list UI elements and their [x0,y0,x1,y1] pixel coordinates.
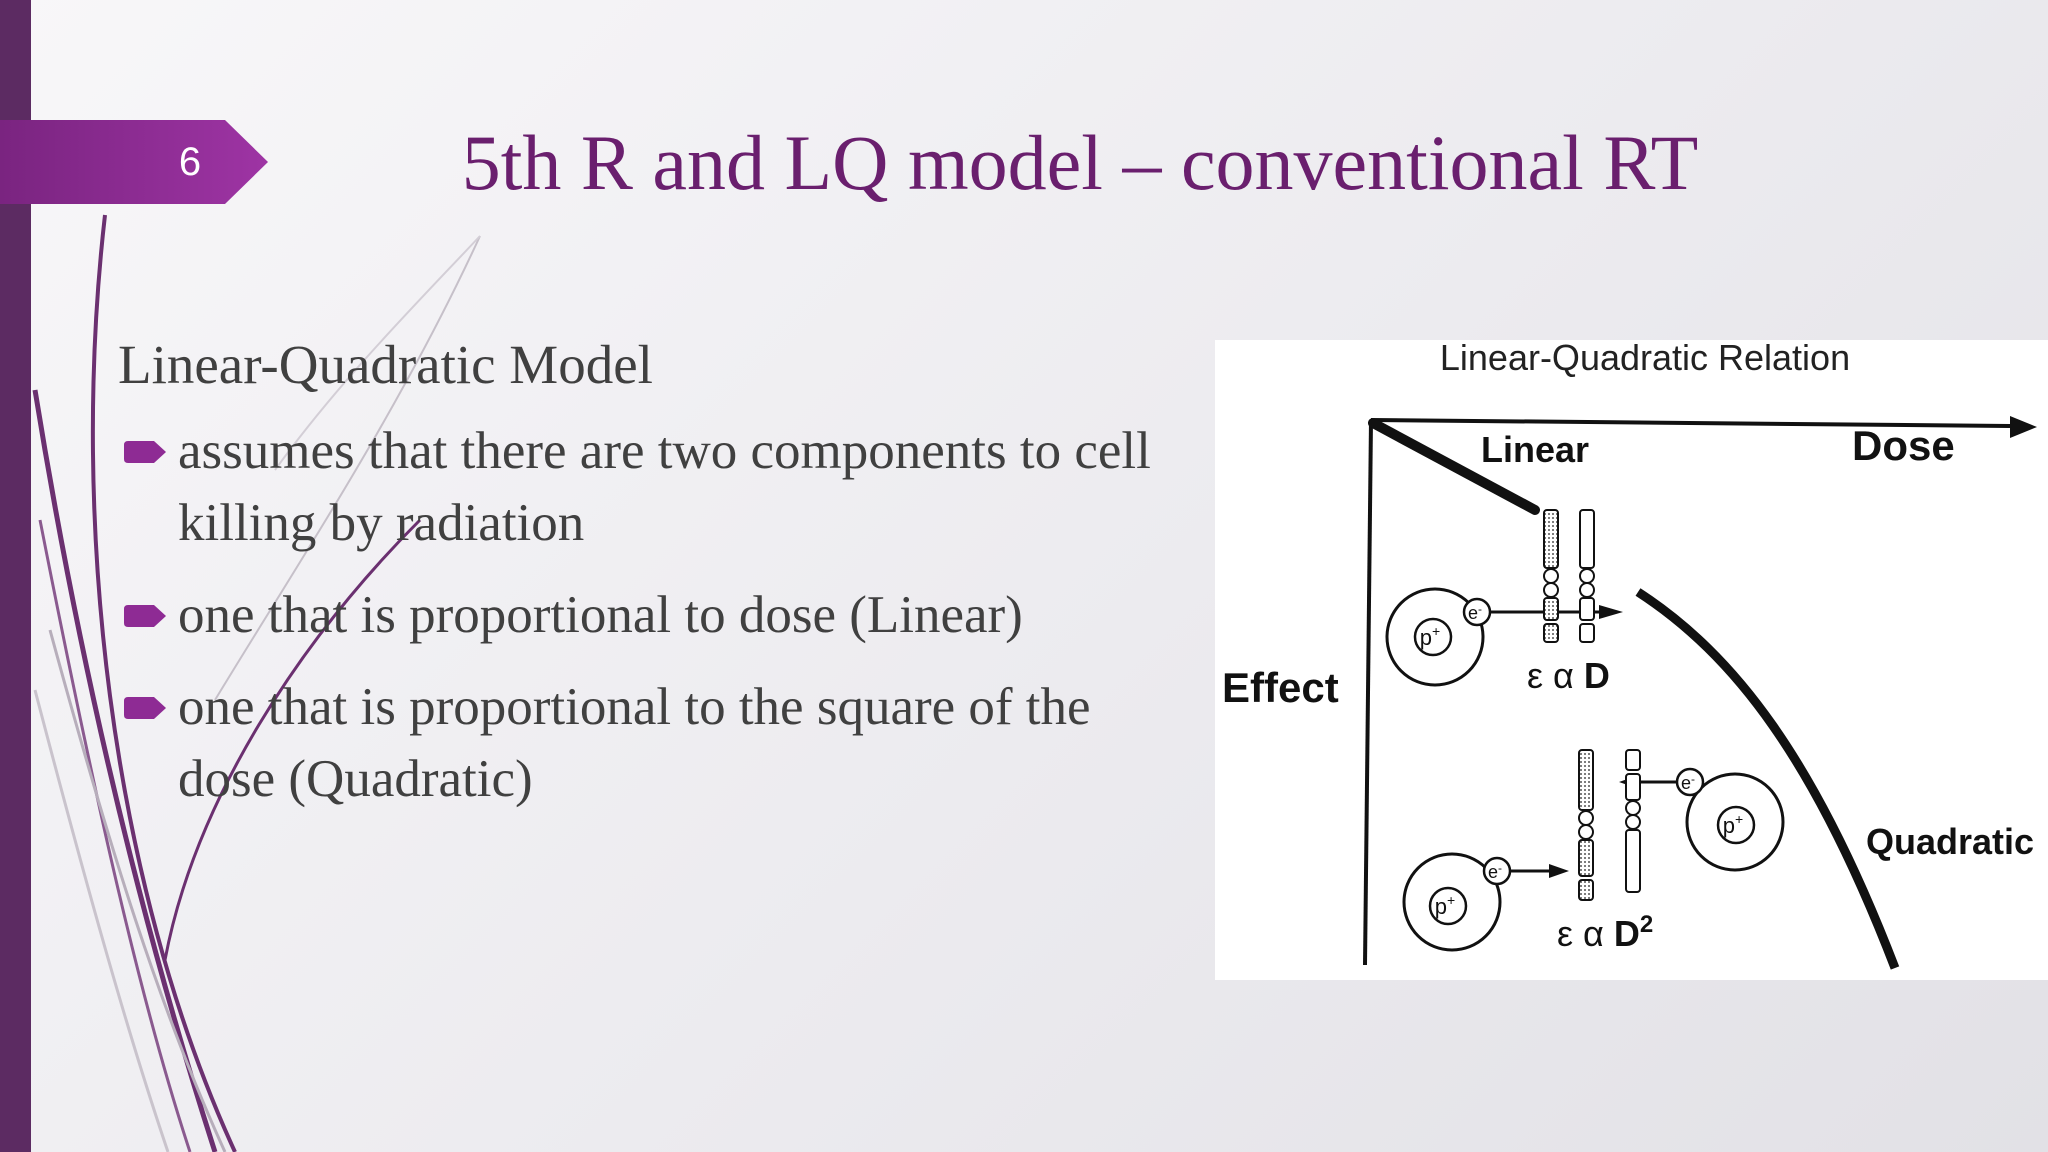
effect-axis-label: Effect [1222,664,1339,711]
dose-axis-arrowhead [2010,416,2037,438]
content-body: Linear-Quadratic Model assumes that ther… [118,325,1198,835]
arrow-icon [124,697,166,719]
chromosome [1578,810,1594,826]
chromosome [1625,829,1641,893]
figure-title: Linear-Quadratic Relation [1440,340,1850,378]
chromosome [1578,749,1594,811]
chromosome [1579,509,1595,569]
bullet-item: one that is proportional to dose (Linear… [118,579,1198,651]
chromosome [1543,597,1559,621]
chromosome [1578,839,1594,877]
slide-number: 6 [178,140,202,184]
bullet-list: assumes that there are two components to… [118,415,1198,815]
chromosome [1579,582,1595,598]
electron-label: e- [1468,602,1482,623]
chromosome [1625,800,1641,816]
electron-icon [1675,767,1705,797]
arrow-icon [124,441,166,463]
bullet-item: assumes that there are two components to… [118,415,1198,559]
chromosome [1625,773,1641,801]
dose-axis [1370,418,2011,428]
chromosome [1579,568,1595,584]
electron-label: e- [1681,772,1695,793]
linear-curve-label: Linear [1481,429,1589,470]
linear-curve [1368,418,1540,515]
chromosome [1578,879,1594,901]
cell-circle [1402,852,1502,952]
arrow-icon [124,605,166,627]
proton-label: p+ [1420,623,1440,650]
bullet-item: one that is proportional to the square o… [118,671,1198,815]
bullet-text: assumes that there are two components to… [178,422,1151,552]
proton-icon [1716,805,1756,845]
dose-axis-label: Dose [1852,422,1955,469]
proton-icon [1413,617,1453,657]
chromosome [1579,623,1595,643]
electron-track-arrowhead [1549,864,1569,878]
electron-track-arrowhead [1599,605,1623,619]
chromosome [1543,623,1559,643]
chromosome [1578,824,1594,840]
proton-icon [1428,886,1468,926]
lq-relation-figure: Linear-Quadratic Relation Dose Effect Li… [1215,340,2048,980]
quadratic-curve [1635,588,1900,970]
effect-axis [1363,419,1373,966]
bullet-text: one that is proportional to dose (Linear… [178,586,1023,644]
quadratic-equation: ε α D2 [1557,911,1653,954]
chromosome [1625,814,1641,830]
chromosome [1543,509,1559,569]
electron-label: e- [1488,861,1502,882]
quadratic-curve-label: Quadratic [1866,821,2034,862]
chromosome [1543,568,1559,584]
electron-icon [1482,856,1512,886]
electron-icon [1462,597,1492,627]
proton-label: p+ [1435,892,1455,919]
slide-title: 5th R and LQ model – conventional RT [461,119,1699,206]
content-heading: Linear-Quadratic Model [118,334,653,395]
bullet-text: one that is proportional to the square o… [178,678,1091,808]
chromosome [1579,597,1595,621]
proton-label: p+ [1723,811,1743,838]
linear-equation: ε α D [1527,655,1610,696]
chromosome [1543,582,1559,598]
cell-circle [1385,587,1485,687]
chromosome [1625,749,1641,771]
slide-number-tab [0,120,268,204]
cell-circle [1685,772,1785,872]
